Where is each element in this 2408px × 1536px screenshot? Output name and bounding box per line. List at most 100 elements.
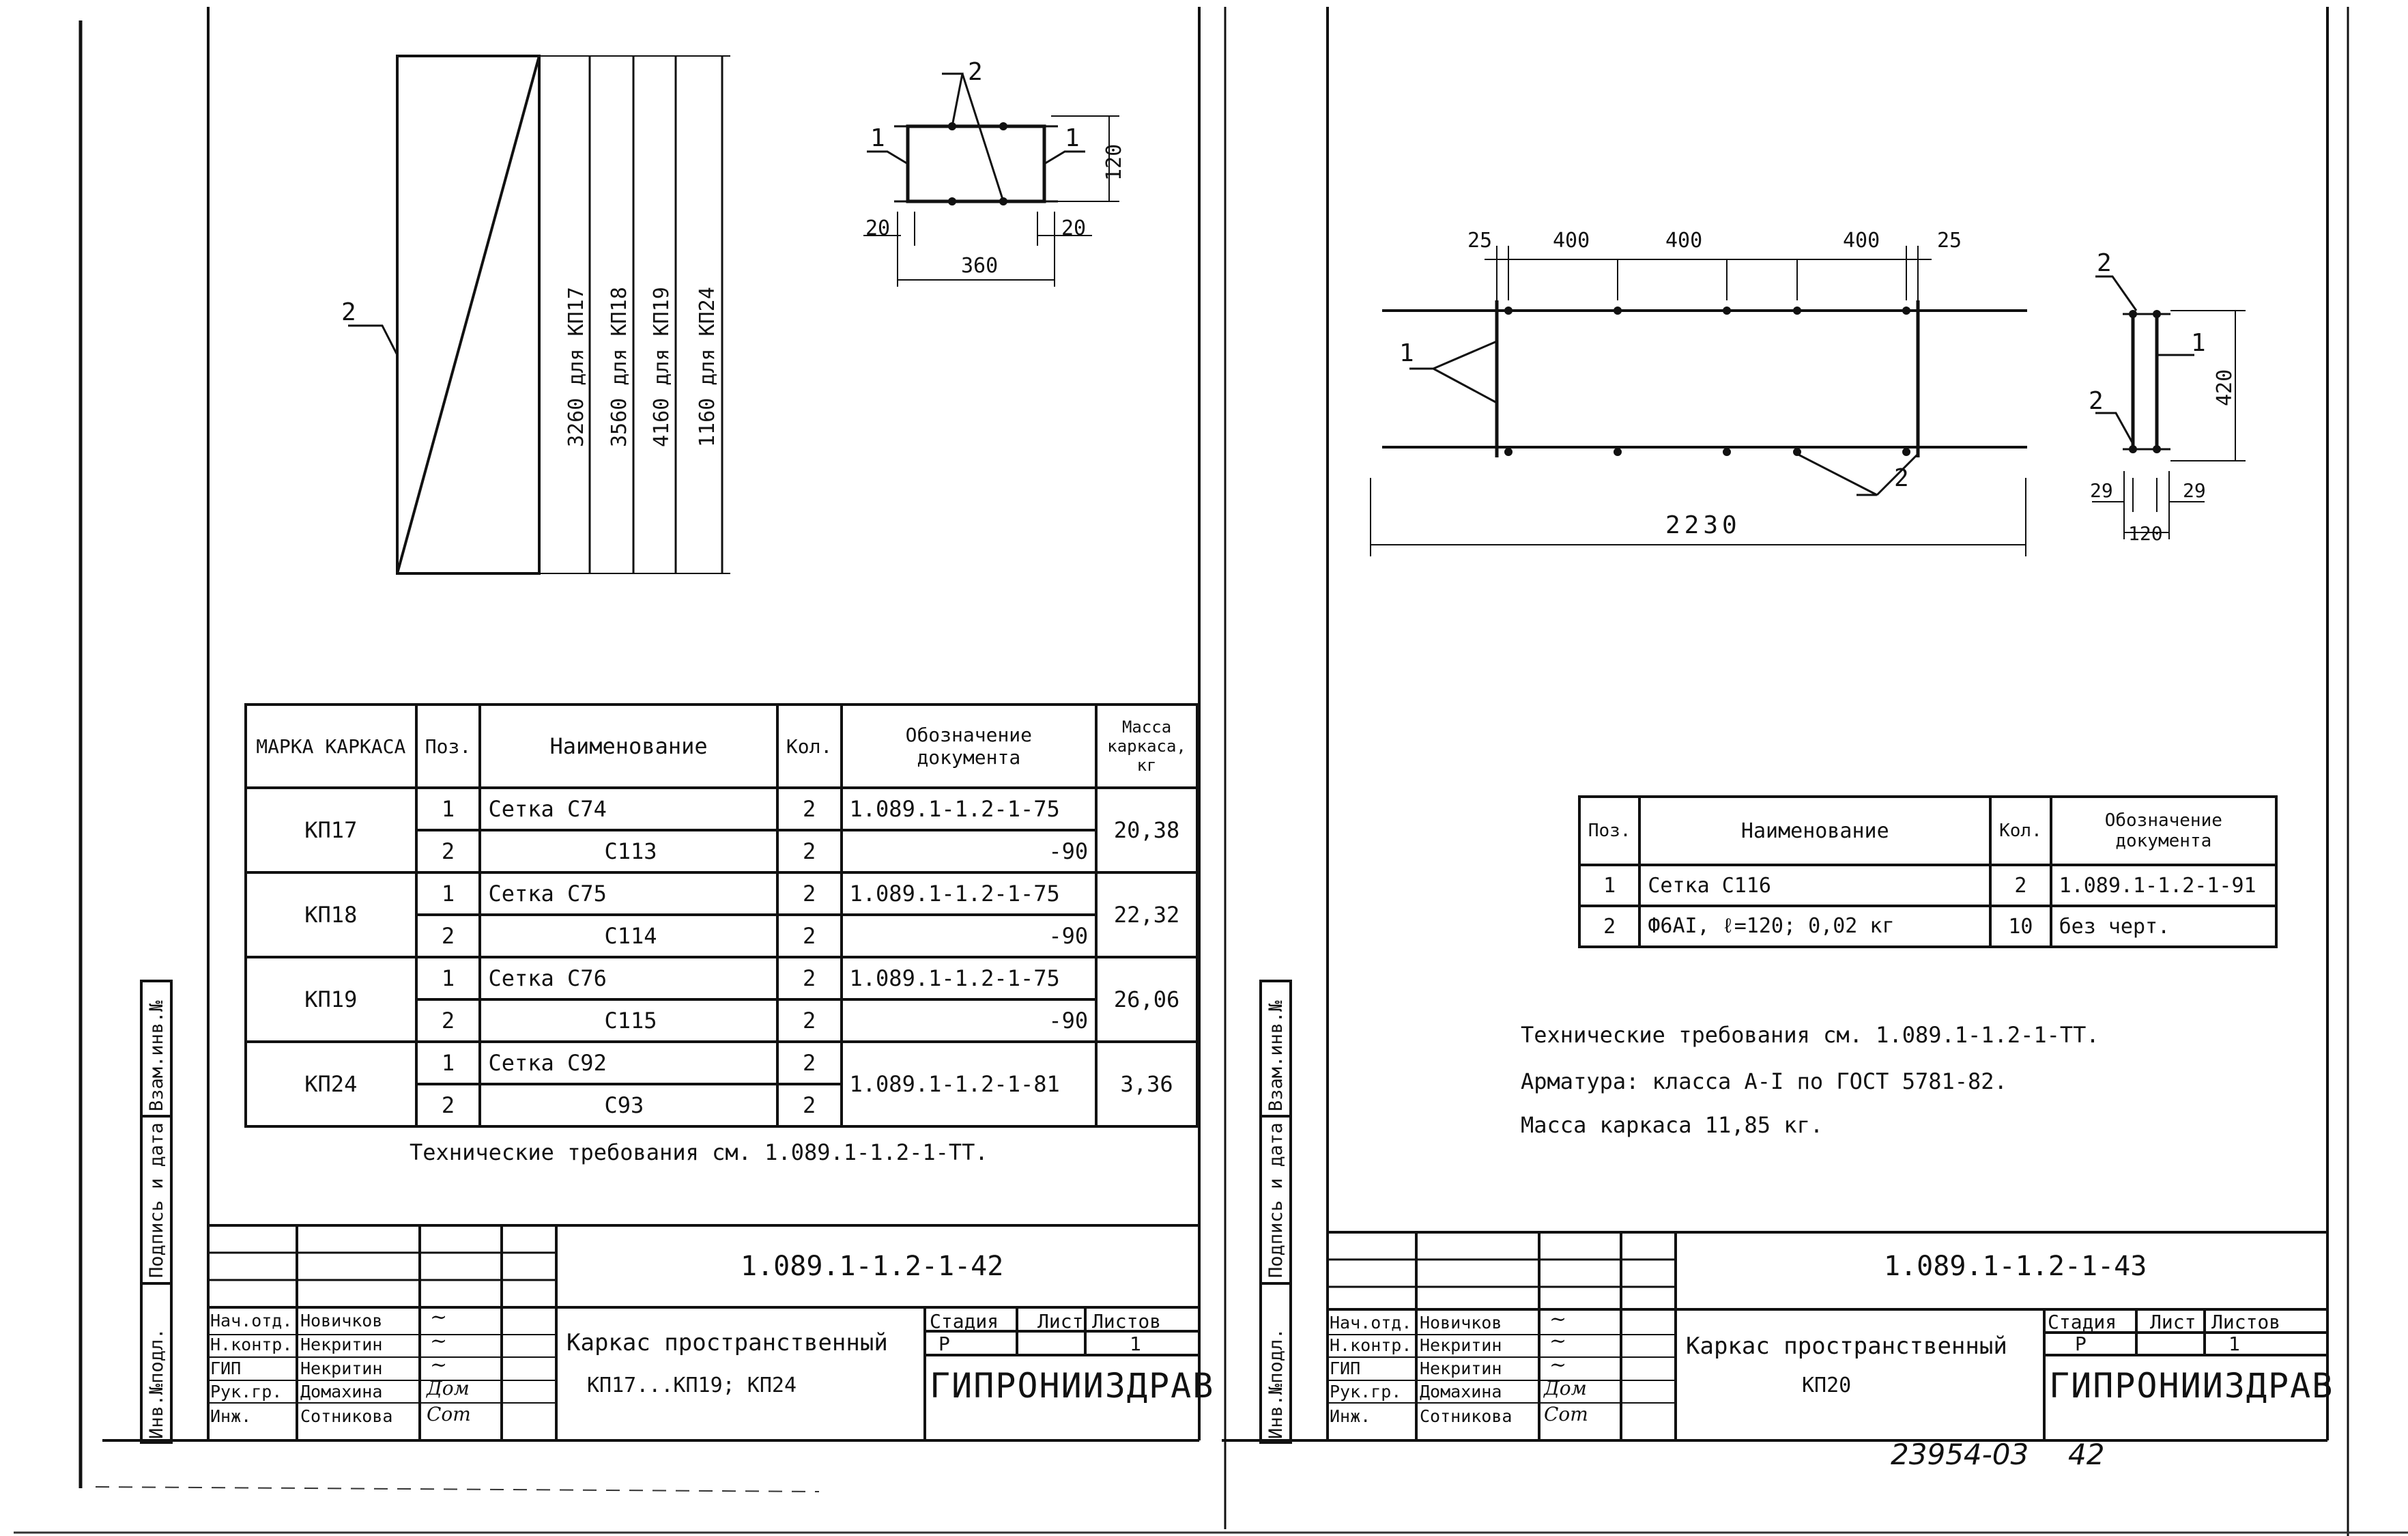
- table-cell: 1: [1577, 864, 1642, 907]
- left-doc-code: 1.089.1-1.2-1-42: [741, 1251, 1004, 1282]
- table-cell: 2: [775, 1083, 843, 1128]
- left-title-block-grid: [208, 1224, 1199, 1440]
- table-cell: Сетка С92: [478, 1040, 779, 1085]
- left-section-pos-left: 1: [870, 124, 885, 152]
- table-cell: 1.089.1-1.2-1-75: [840, 786, 1098, 831]
- table-cell: 1: [414, 956, 482, 1001]
- left-title-line2: КП17...КП19; КП24: [587, 1374, 797, 1397]
- table-cell: С114: [478, 913, 779, 958]
- right-person-4: Сотникова: [1420, 1406, 1513, 1426]
- left-person-1: Некритин: [300, 1335, 383, 1354]
- right-section-offset-left: 29: [2090, 479, 2113, 502]
- mass-kp19: 26,06: [1095, 956, 1199, 1043]
- right-sheet-label: Лист: [2150, 1311, 2196, 1333]
- right-sign-3: Дом: [1544, 1377, 1587, 1399]
- left-role-2: ГИП: [210, 1359, 242, 1378]
- right-frame-drawing: [1370, 246, 2246, 556]
- frame-outline: [396, 55, 541, 575]
- col-qty: Кол.: [775, 703, 843, 789]
- table-cell: Ф6АI, ℓ=120; 0,02 кг: [1638, 905, 1992, 948]
- table-cell: 2: [775, 913, 843, 958]
- right-person-1: Некритин: [1420, 1335, 1502, 1355]
- mark-kp19: КП19: [244, 956, 418, 1043]
- right-overall-dim: 2230: [1665, 511, 1741, 539]
- table-cell: Сетка С116: [1638, 864, 1992, 907]
- left-role-3: Рук.гр.: [210, 1382, 283, 1402]
- col-mass: Масса каркаса, кг: [1095, 703, 1199, 789]
- left-section-pos-right: 1: [1065, 124, 1080, 152]
- col-pos: Поз.: [1577, 795, 1642, 866]
- mark-kp24: КП24: [244, 1040, 418, 1128]
- mass-kp17: 20,38: [1095, 786, 1199, 874]
- left-note: Технические требования см. 1.089.1-1.2-1…: [410, 1139, 988, 1165]
- table-cell: 1: [414, 871, 482, 916]
- right-dim-25-right: 25: [1937, 229, 1962, 253]
- table-cell: -90: [840, 829, 1098, 874]
- right-dim-400-c: 400: [1843, 229, 1880, 253]
- right-section-offset-right: 29: [2183, 479, 2206, 502]
- length-label-kp18: 3560 для КП18: [607, 287, 631, 447]
- right-title-block-grid: [1328, 1231, 2327, 1440]
- section-left: [863, 72, 1119, 287]
- diagonal-bar: [396, 55, 541, 574]
- right-section-pos-top: 2: [2097, 249, 2112, 277]
- left-sign-4: Сот: [427, 1403, 471, 1425]
- left-frame-drawing: [348, 55, 1119, 575]
- right-section-height: 420: [2213, 369, 2237, 406]
- right-dim-400-b: 400: [1665, 229, 1703, 253]
- left-sheets-label: Листов: [1092, 1310, 1162, 1333]
- table-cell: С115: [478, 998, 779, 1043]
- left-side-stamp: [140, 980, 173, 1444]
- length-label-kp24: 1160 для КП24: [696, 287, 719, 447]
- col-doc: Обозначение документа: [2049, 795, 2278, 866]
- right-role-2: ГИП: [1330, 1359, 1361, 1378]
- mass-kp18: 22,32: [1095, 871, 1199, 958]
- table-cell: 1: [414, 786, 482, 831]
- col-name: Наименование: [1638, 795, 1992, 866]
- right-sheets-label: Листов: [2211, 1311, 2281, 1333]
- right-note-2: Арматура: класса А-I по ГОСТ 5781-82.: [1521, 1068, 2007, 1094]
- right-sign-1: ~: [1549, 1329, 1567, 1353]
- table-cell: 2: [414, 829, 482, 874]
- page-number: 42: [2068, 1438, 2105, 1471]
- left-role-0: Нач.отд.: [210, 1311, 293, 1331]
- col-qty: Кол.: [1989, 795, 2052, 866]
- right-note-3: Масса каркаса 11,85 кг.: [1521, 1112, 1824, 1138]
- left-section-offset-left: 20: [865, 216, 891, 240]
- table-cell: 2: [414, 1083, 482, 1128]
- right-note-1: Технические требования см. 1.089.1-1.2-1…: [1521, 1022, 2099, 1048]
- left-sheets-value: 1: [1130, 1333, 1141, 1355]
- mark-kp17: КП17: [244, 786, 418, 874]
- length-label-kp19: 4160 для КП19: [650, 287, 674, 447]
- mark-kp18: КП18: [244, 871, 418, 958]
- left-side-stamp-dividers: [140, 1115, 173, 1285]
- col-doc: Обозначение документа: [840, 703, 1098, 789]
- left-role-4: Инж.: [210, 1406, 252, 1426]
- table-cell: 2: [775, 829, 843, 874]
- right-role-3: Рук.гр.: [1330, 1382, 1402, 1402]
- right-side-stamp: [1259, 980, 1292, 1444]
- table-cell: Сетка С75: [478, 871, 779, 916]
- left-person-0: Новичков: [300, 1311, 383, 1331]
- left-stamp-inv: Инв.№подл.: [146, 1328, 167, 1439]
- right-stage-value: Р: [2075, 1333, 2087, 1355]
- right-sign-0: ~: [1549, 1307, 1567, 1331]
- right-person-3: Домахина: [1420, 1382, 1502, 1402]
- left-sign-1: ~: [430, 1329, 448, 1353]
- archive-number: 23954-03: [1891, 1438, 2029, 1471]
- length-label-kp17: 3260 для КП17: [564, 287, 588, 447]
- table-cell: 10: [1989, 905, 2052, 948]
- right-spec-table: Поз. Наименование Кол. Обозначение докум…: [1577, 795, 2278, 948]
- left-person-2: Некритин: [300, 1359, 383, 1378]
- left-person-4: Сотникова: [300, 1406, 393, 1426]
- left-pos-top-label: 2: [968, 58, 983, 86]
- left-stamp-podpis: Подпись и дата: [146, 1122, 167, 1278]
- right-person-0: Новичков: [1420, 1313, 1502, 1333]
- right-sheets-value: 1: [2228, 1333, 2240, 1355]
- right-person-2: Некритин: [1420, 1359, 1502, 1378]
- right-stamp-vzam: Взам.инв.№: [1265, 1000, 1287, 1111]
- col-pos: Поз.: [414, 703, 482, 789]
- right-doc-code: 1.089.1-1.2-1-43: [1884, 1251, 2147, 1282]
- right-stamp-inv: Инв.№подл.: [1265, 1328, 1287, 1439]
